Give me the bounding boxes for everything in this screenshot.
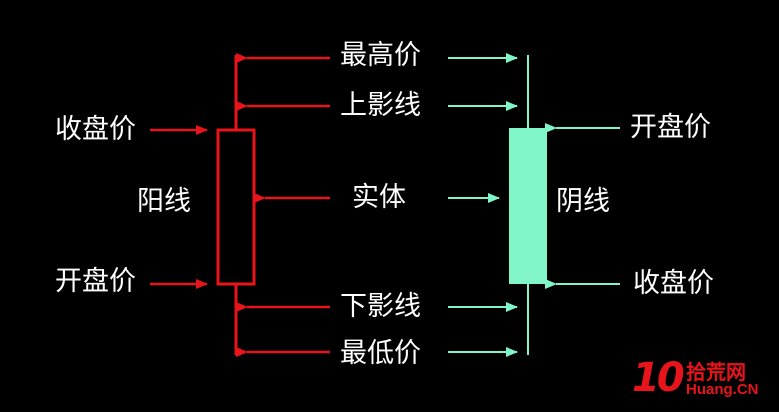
watermark-site: 拾荒网 xyxy=(686,360,746,384)
upper-shadow-label: 上影线 xyxy=(340,90,421,121)
bullish-name-label: 阳线 xyxy=(137,186,191,217)
bullish-open-label: 开盘价 xyxy=(55,266,136,297)
body-label: 实体 xyxy=(352,182,406,213)
watermark-domain: Huang.CN xyxy=(686,381,759,398)
bullish-body xyxy=(216,128,256,286)
bearish-open-label: 开盘价 xyxy=(630,112,711,143)
bearish-candle xyxy=(509,55,547,355)
watermark-number: 10 xyxy=(632,355,685,401)
bearish-close-label: 收盘价 xyxy=(633,268,714,299)
bullish-close-label: 收盘价 xyxy=(55,114,136,145)
bearish-body xyxy=(509,128,547,284)
low-price-label: 最低价 xyxy=(340,338,421,369)
lower-shadow-label: 下影线 xyxy=(340,291,421,322)
bearish-name-label: 阴线 xyxy=(556,186,610,217)
bullish-candle xyxy=(216,55,256,355)
high-price-label: 最高价 xyxy=(340,40,421,71)
